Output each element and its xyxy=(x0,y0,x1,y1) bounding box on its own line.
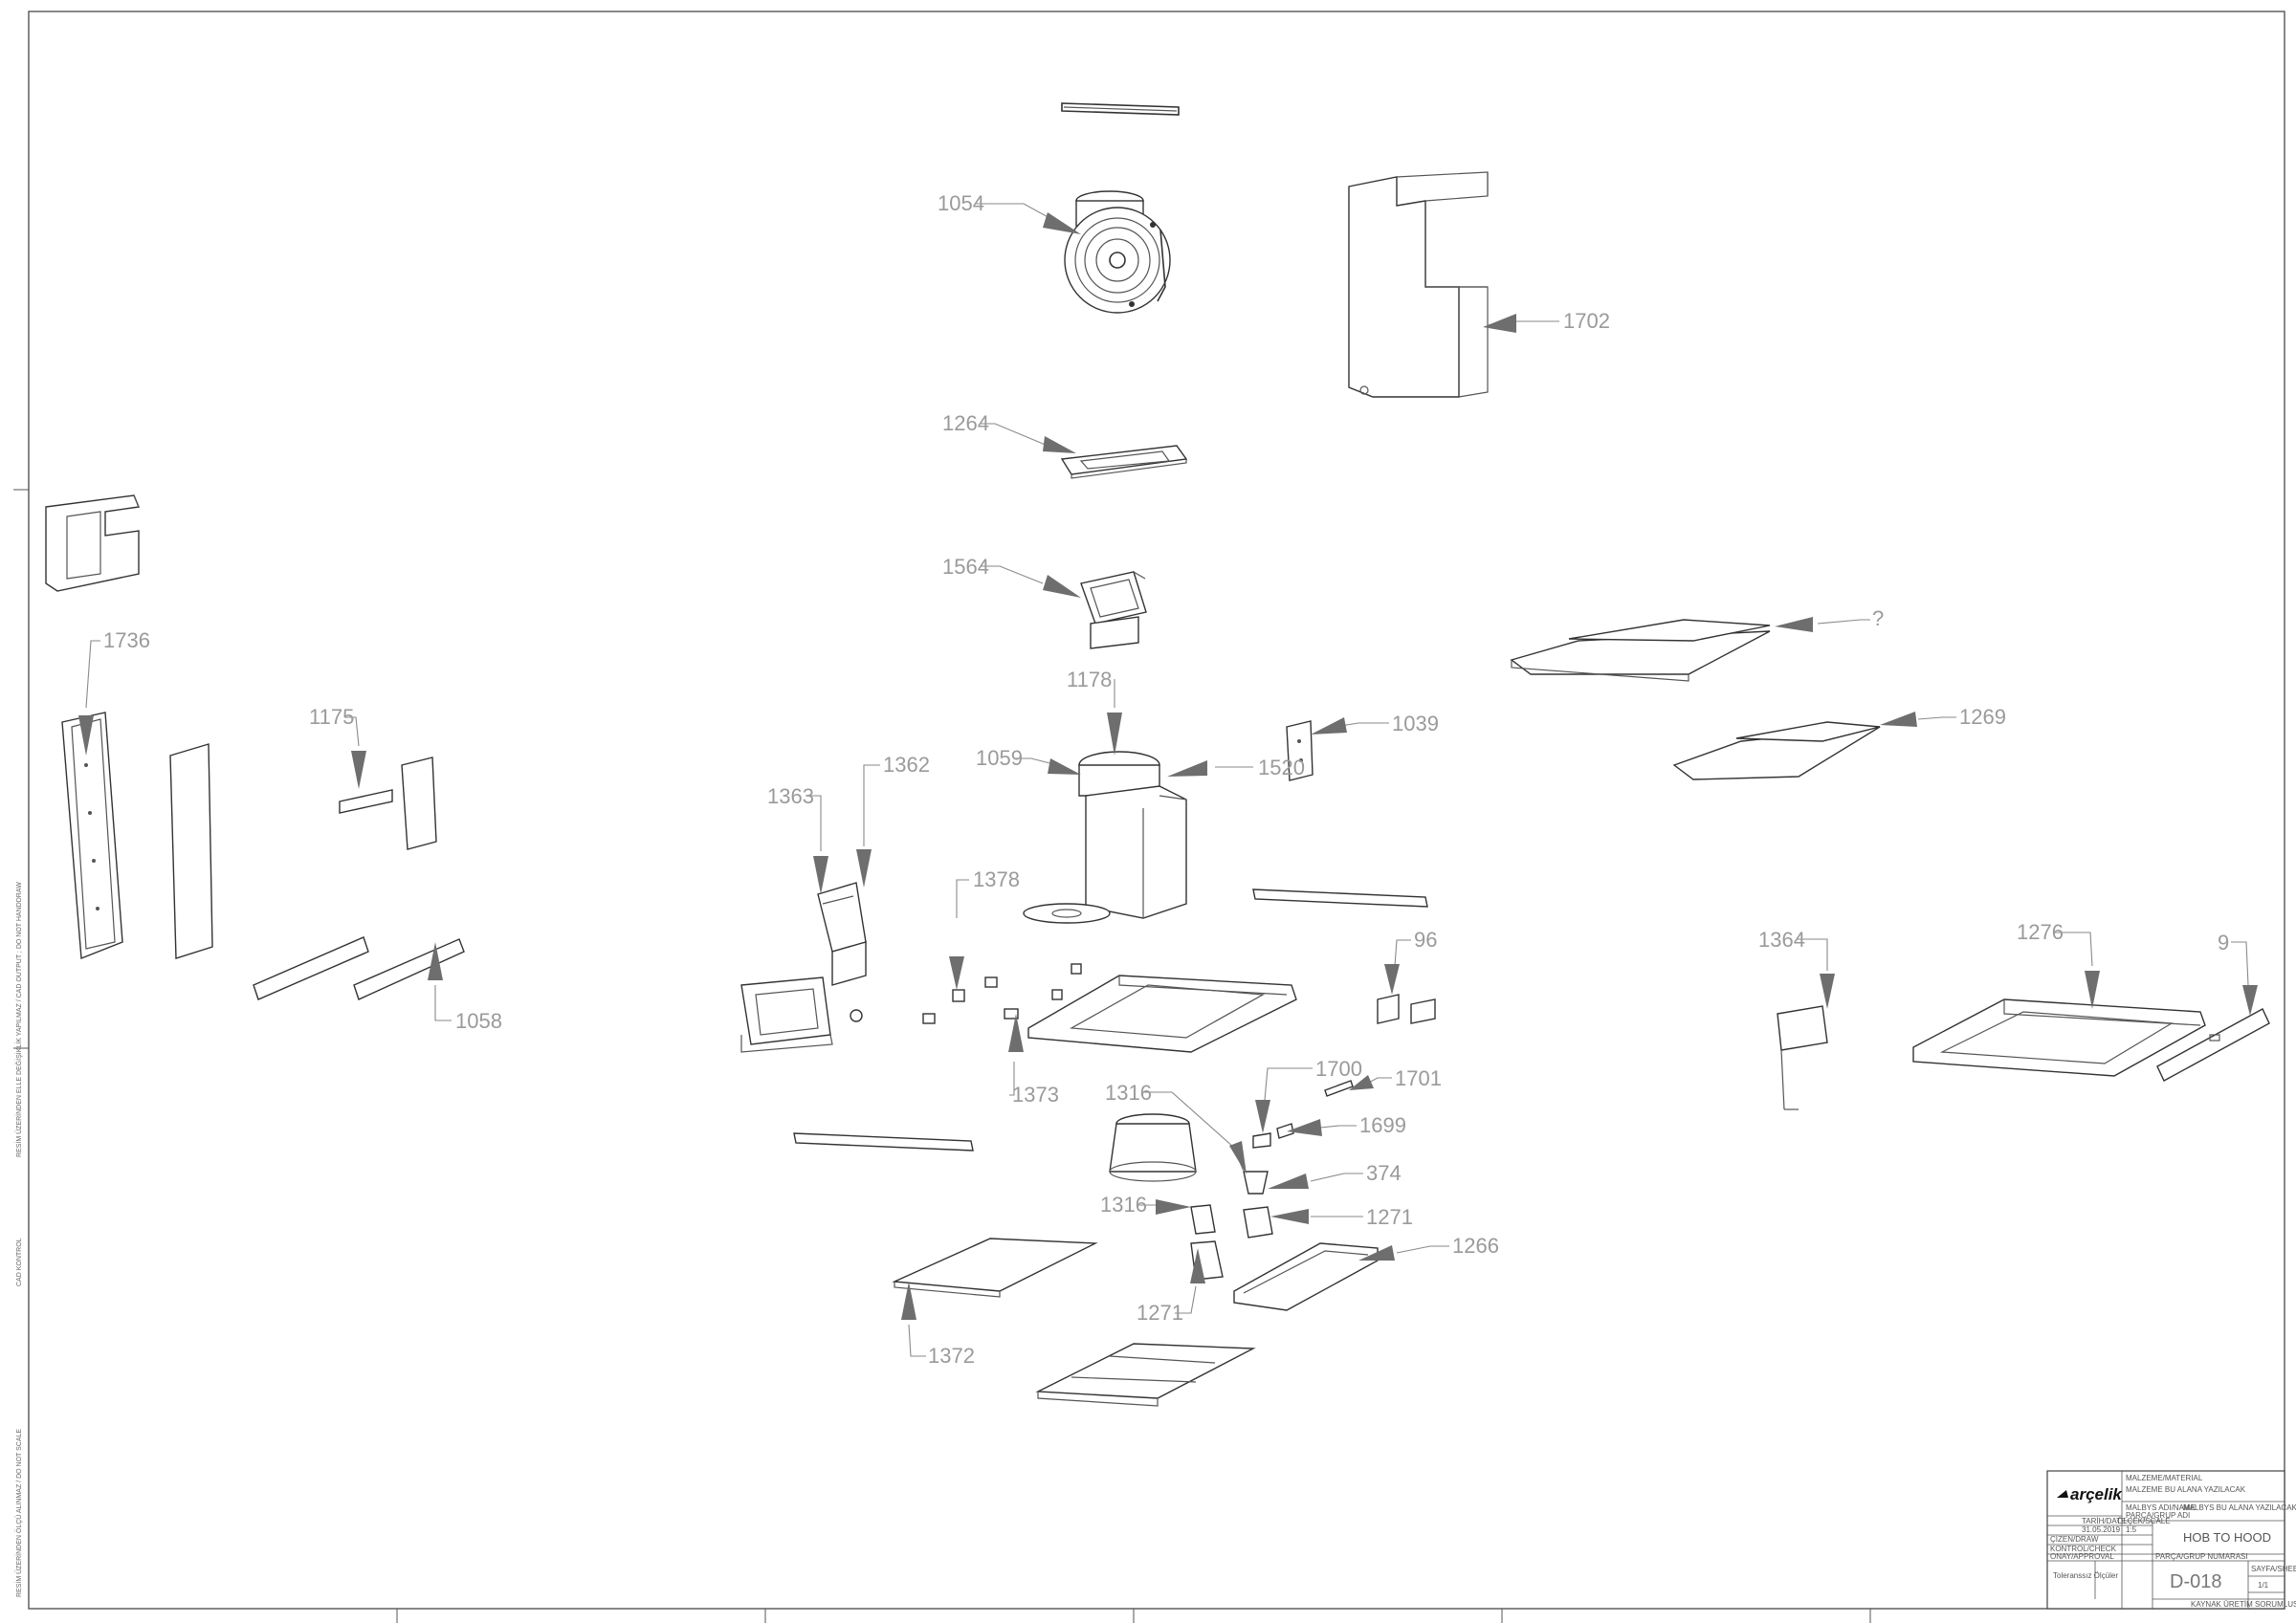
callout-9: 9 xyxy=(2218,931,2229,954)
callout-1054: 1054 xyxy=(938,191,984,215)
material-label: MALZEME/MATERIAL xyxy=(2126,1474,2203,1482)
callout-1271-bottom: 1271 xyxy=(1137,1301,1183,1325)
callout-1520: 1520 xyxy=(1258,756,1305,779)
date-label: TARİH/DATE xyxy=(2082,1517,2126,1525)
part-frame-1266 xyxy=(1233,1242,1379,1311)
part-duct-1316 xyxy=(1109,1113,1197,1182)
part-left-bracket-top xyxy=(45,494,140,592)
part-1364 xyxy=(1777,1005,1828,1110)
side-notes: CAD KONTROL RESİM ÜZERİNDEN ELLE DEĞİŞİK… xyxy=(14,882,23,1597)
callout-1039: 1039 xyxy=(1392,712,1439,735)
part-group-label: PARÇA/GRUP ADI xyxy=(2126,1511,2190,1520)
side-note-no-handwriting: RESİM ÜZERİNDEN ELLE DEĞİŞİKLİK YAPILMAZ… xyxy=(14,882,23,1157)
part-top-rod xyxy=(1061,102,1180,116)
scale-label: ÖLÇEK/SCALE xyxy=(2117,1517,2171,1525)
part-control-box-1362 xyxy=(817,882,867,986)
part-panel-9 xyxy=(2156,1008,2270,1082)
date-value: 31.05.2019 xyxy=(2082,1525,2121,1534)
part-pcb-assembly xyxy=(740,976,863,1053)
control-label: KONTROL/CHECK xyxy=(2050,1545,2117,1553)
border-ticks xyxy=(13,489,1871,1623)
callout-1271-top: 1271 xyxy=(1366,1205,1413,1229)
callout-374: 374 xyxy=(1366,1161,1402,1185)
part-rail-1736 xyxy=(61,712,123,959)
brand-logo: arçelik xyxy=(2070,1485,2123,1503)
callout-1364: 1364 xyxy=(1758,928,1805,952)
part-plate-1264 xyxy=(1060,445,1188,479)
sheet-border xyxy=(28,11,2285,1610)
callout-1701: 1701 xyxy=(1395,1066,1442,1090)
part-frame-1276 xyxy=(1912,998,2206,1077)
callout-question: ? xyxy=(1872,606,1884,630)
callout-1372: 1372 xyxy=(928,1344,975,1368)
sheet-value: 1/1 xyxy=(2258,1581,2269,1590)
callout-1564: 1564 xyxy=(942,555,989,579)
callout-1266: 1266 xyxy=(1452,1234,1499,1258)
part-body-1059 xyxy=(1023,751,1187,924)
part-name: HOB TO HOOD xyxy=(2183,1530,2271,1545)
material-name-label: MALBYS ADI/NAME xyxy=(2126,1503,2196,1512)
part-connectors-1700 xyxy=(1252,1080,1354,1149)
callout-1373: 1373 xyxy=(1012,1083,1059,1107)
part-long-bar-upper xyxy=(1252,888,1428,908)
part-feet xyxy=(1190,1171,1273,1281)
footer-note: KAYNAK ÜRETİM SORUMLUSU xyxy=(2191,1600,2296,1609)
approve-label: ONAY/APPROVAL xyxy=(2050,1552,2114,1561)
callout-1316-bottom: 1316 xyxy=(1100,1193,1147,1217)
part-small-fittings xyxy=(922,963,1082,1024)
callout-1736: 1736 xyxy=(103,628,150,652)
material-name-value: MALBYS BU ALANA YAZILACAK xyxy=(2183,1503,2296,1512)
callout-1702: 1702 xyxy=(1563,309,1610,333)
part-bottom-plate-1372 xyxy=(892,1238,1098,1298)
callout-1175: 1175 xyxy=(309,705,354,729)
drawn-label: ÇİZEN/DRAW xyxy=(2050,1535,2099,1544)
side-note-cad-control: CAD KONTROL xyxy=(16,1238,23,1286)
part-housing-1702 xyxy=(1348,171,1489,398)
callout-1700: 1700 xyxy=(1315,1057,1362,1081)
callout-1362: 1362 xyxy=(883,753,930,777)
callout-1269: 1269 xyxy=(1959,705,2006,729)
part-long-bar-lower xyxy=(793,1132,974,1151)
part-96 xyxy=(1377,994,1436,1024)
callout-1276: 1276 xyxy=(2017,920,2064,944)
title-block: arçelik MALZEME/MATERIAL MALZEME BU ALAN… xyxy=(2046,1470,2296,1610)
callout-1316-top: 1316 xyxy=(1105,1081,1152,1105)
part-side-panel xyxy=(169,743,213,959)
callout-1378: 1378 xyxy=(973,867,1020,891)
material-value: MALZEME BU ALANA YAZILACAK xyxy=(2126,1485,2246,1494)
part-damper-1564 xyxy=(1080,571,1147,649)
callout-1178: 1178 xyxy=(1067,668,1112,691)
sheet-label: SAYFA/SHEET xyxy=(2251,1565,2296,1573)
tolerance-note: Toleranssız Ölçüler xyxy=(2053,1571,2118,1580)
part-number-label: PARÇA/GRUP NUMARASI xyxy=(2155,1552,2248,1561)
part-bracket-1175 xyxy=(339,757,437,850)
callout-1699: 1699 xyxy=(1359,1113,1406,1137)
callout-96: 96 xyxy=(1414,928,1437,952)
callout-1058: 1058 xyxy=(455,1009,502,1033)
part-top-panel-1269 xyxy=(1672,721,1881,780)
part-middle-frame xyxy=(1027,975,1297,1053)
callout-1363: 1363 xyxy=(767,784,814,808)
part-number: D-018 xyxy=(2170,1571,2221,1592)
side-note-no-scale: RESİM ÜZERİNDEN ÖLÇÜ ALINMAZ / DO NOT SC… xyxy=(14,1429,23,1597)
callout-1059: 1059 xyxy=(976,746,1023,770)
leader-lines xyxy=(78,203,2258,1357)
scale-value: 1:5 xyxy=(2126,1525,2137,1534)
part-top-panel-q xyxy=(1510,619,1771,682)
part-bracket-1039 xyxy=(1286,720,1314,781)
callout-1264: 1264 xyxy=(942,411,989,435)
part-bottom-grill xyxy=(1035,1343,1256,1407)
part-motor-1054 xyxy=(1064,190,1171,314)
callout-labels: 1054 1702 1264 1564 1736 1175 1178 1039 … xyxy=(103,191,2229,1368)
